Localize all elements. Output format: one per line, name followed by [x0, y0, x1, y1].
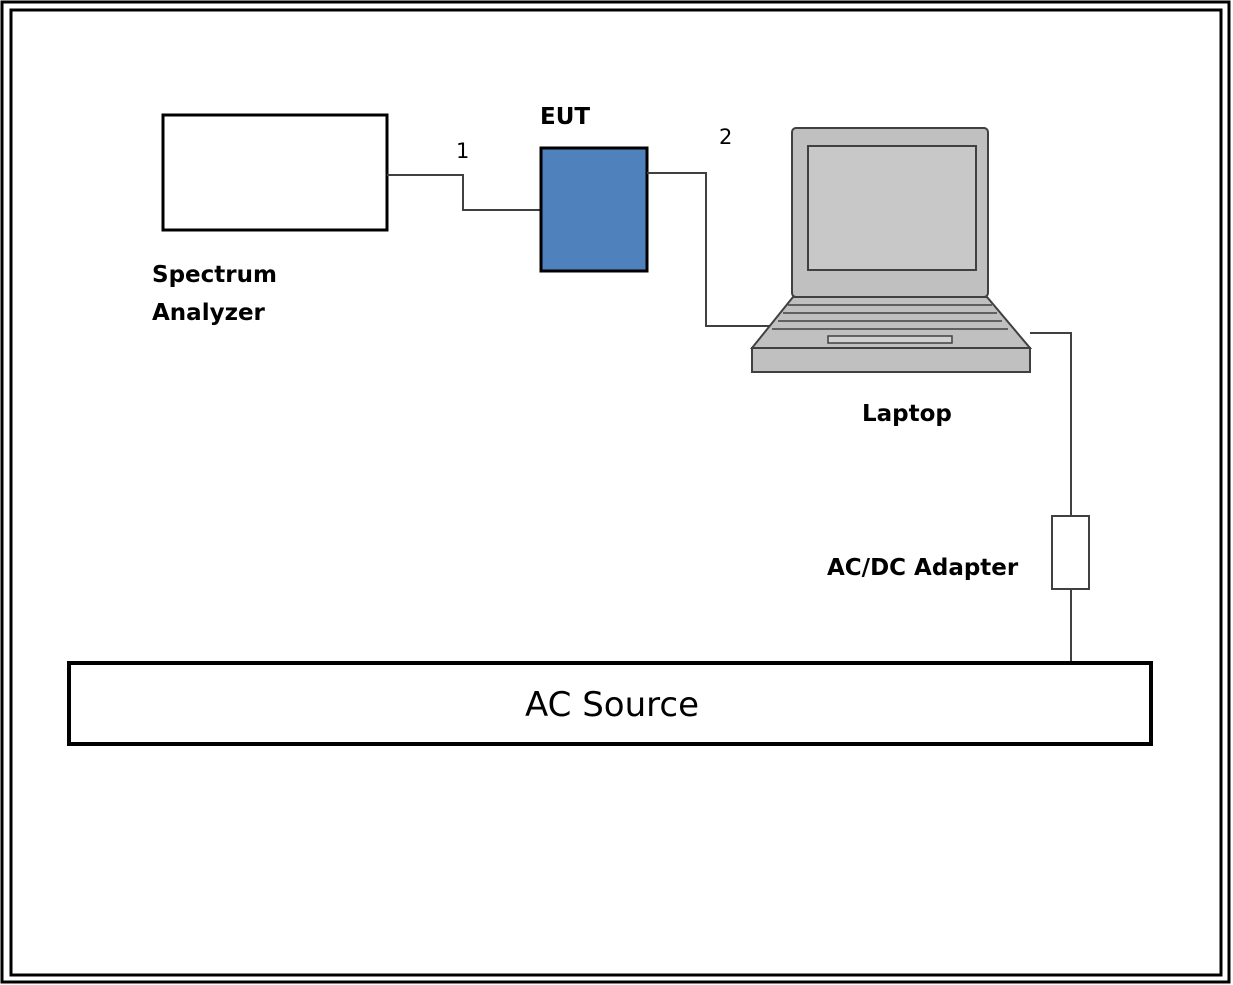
- ac-source-box: [67, 661, 1153, 746]
- ac-dc-adapter-label: AC/DC Adapter: [827, 555, 1019, 581]
- spectrum-analyzer-label-line2: Analyzer: [152, 300, 266, 326]
- ac-dc-adapter-box: [1051, 515, 1090, 590]
- laptop-power-cable: [1030, 332, 1072, 516]
- spectrum-analyzer-box: [161, 113, 389, 232]
- laptop-label: Laptop: [862, 401, 952, 427]
- ac-source-label: AC Source: [525, 685, 699, 725]
- cable-1: [387, 174, 541, 211]
- laptop-icon: [749, 127, 1033, 373]
- cable-2-label: 2: [719, 125, 732, 149]
- cable-1-label: 1: [456, 139, 469, 163]
- cable-2: [647, 172, 770, 327]
- spectrum-analyzer-label-line1: Spectrum: [152, 262, 277, 288]
- eut-label: EUT: [540, 104, 590, 130]
- inner-border: [9, 8, 1223, 977]
- eut-box: [539, 146, 649, 273]
